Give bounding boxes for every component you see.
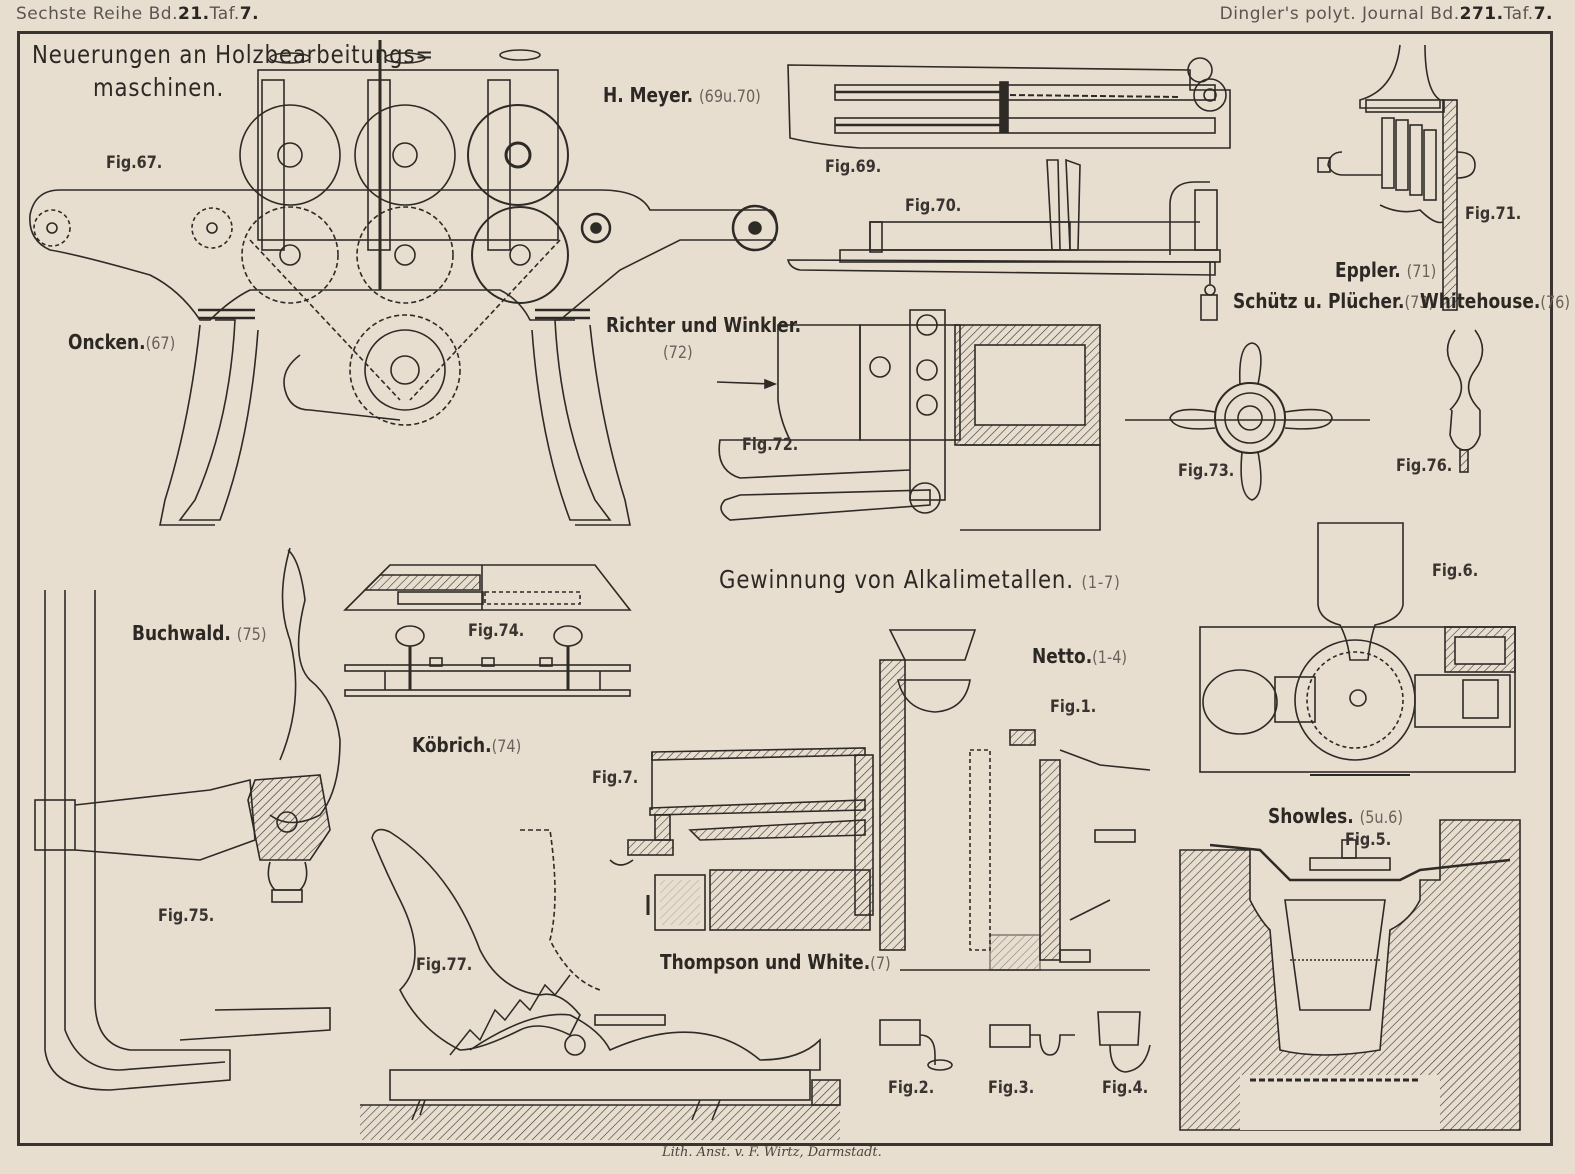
plate-number: 7. xyxy=(239,4,260,24)
author-netto: Netto.(1-4) xyxy=(1032,644,1128,668)
plate-header-left: Sechste Reihe Bd.21.Taf.7. xyxy=(16,4,259,24)
volume-number: 271. xyxy=(1459,4,1504,24)
plate-prefix: Taf. xyxy=(1503,4,1534,24)
journal-name: Dingler's polyt. Journal xyxy=(1219,4,1425,24)
alkali-title-text: Gewinnung von Alkalimetallen. xyxy=(719,565,1074,594)
volume-prefix: Bd. xyxy=(1430,4,1460,24)
volume-number: 21. xyxy=(178,4,210,24)
figure-label-6: Fig.6. xyxy=(1432,561,1479,581)
fig6-drawing xyxy=(1199,522,1516,776)
figure-label-2: Fig.2. xyxy=(888,1078,935,1098)
author-h-meyer: H. Meyer. (69u.70) xyxy=(603,83,761,107)
figure-label-72: Fig.72. xyxy=(742,435,799,455)
figure-label-3: Fig.3. xyxy=(988,1078,1035,1098)
series-label: Sechste Reihe xyxy=(16,4,143,24)
author-koebrich: Köbrich.(74) xyxy=(412,733,522,757)
figure-label-77: Fig.77. xyxy=(416,955,473,975)
fig5-drawing xyxy=(1179,819,1521,1131)
figure-label-71: Fig.71. xyxy=(1465,204,1522,224)
fig1-drawing xyxy=(879,629,1151,971)
plate-prefix: Taf. xyxy=(209,4,240,24)
alkali-section-title: Gewinnung von Alkalimetallen. (1-7) xyxy=(719,565,1121,594)
author-oncken: Oncken.(67) xyxy=(68,330,176,354)
figure-label-4: Fig.4. xyxy=(1102,1078,1149,1098)
fig75-drawing xyxy=(34,547,341,1091)
author-richter-winkler-ref: (72) xyxy=(663,343,693,363)
alkali-title-ref: (1-7) xyxy=(1081,573,1121,593)
fig74-drawing xyxy=(343,564,632,697)
figure-label-73: Fig.73. xyxy=(1178,461,1235,481)
fig7-drawing xyxy=(609,747,874,931)
woodworking-section-title-line1: Neuerungen an Holzbearbeitungs= xyxy=(32,40,435,69)
author-whitehouse: Whitehouse.(76) xyxy=(1420,289,1570,313)
figure-label-7: Fig.7. xyxy=(592,768,639,788)
fig73-drawing xyxy=(1125,342,1370,501)
figure-label-1: Fig.1. xyxy=(1050,697,1097,717)
plate-number: 7. xyxy=(1533,4,1553,24)
fig72-drawing xyxy=(716,309,1101,531)
figure-label-75: Fig.75. xyxy=(158,906,215,926)
author-buchwald: Buchwald. (75) xyxy=(132,621,267,645)
author-showles: Showles. (5u.6) xyxy=(1268,804,1404,828)
figure-label-69: Fig.69. xyxy=(825,157,882,177)
figure-label-74: Fig.74. xyxy=(468,621,525,641)
author-richter-winkler: Richter und Winkler. xyxy=(606,313,802,337)
author-eppler: Eppler. (71) xyxy=(1335,258,1437,282)
lithographer-credit: Lith. Anst. v. F. Wirtz, Darmstadt. xyxy=(662,1145,882,1160)
plate-header-right: Dingler's polyt. Journal Bd.271.Taf.7. xyxy=(1220,4,1553,24)
fig69-fig70-drawing xyxy=(786,57,1231,321)
woodworking-section-title-line2: maschinen. xyxy=(93,73,225,102)
fig2-4-drawing xyxy=(879,1011,1151,1073)
volume-prefix: Bd. xyxy=(148,4,178,24)
fig76-drawing xyxy=(1446,329,1484,473)
author-thompson-white: Thompson und White.(7) xyxy=(660,950,891,974)
fig67-machine-drawing xyxy=(29,40,779,526)
fig77-drawing xyxy=(360,828,841,1140)
fig71-drawing xyxy=(1317,44,1476,311)
figure-label-5: Fig.5. xyxy=(1345,830,1392,850)
figure-label-76: Fig.76. xyxy=(1396,456,1453,476)
author-schuetz-pluecher: Schütz u. Plücher.(73) xyxy=(1233,289,1435,313)
plate-border xyxy=(17,31,1553,1146)
figure-label-70: Fig.70. xyxy=(905,196,962,216)
figure-label-67: Fig.67. xyxy=(106,153,163,173)
